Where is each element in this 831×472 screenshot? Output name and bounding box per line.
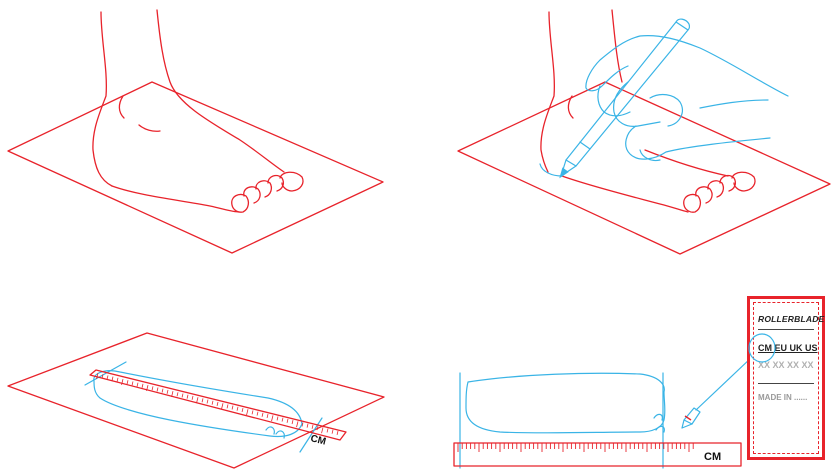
brand-logo: ROLLERBLADE: [758, 314, 824, 324]
ruler-tick: [132, 381, 133, 385]
paper-sheet-2: [458, 82, 830, 254]
ankle-detail: [119, 96, 124, 118]
ruler-tick: [187, 395, 188, 399]
ruler-tick: [197, 397, 198, 403]
label-divider-top: [758, 329, 814, 330]
ruler-tick: [307, 424, 308, 428]
ruler-tick: [232, 406, 233, 410]
ruler-tick: [222, 403, 223, 409]
pencil-icon: [561, 19, 689, 176]
ruler-tick: [137, 383, 138, 387]
arch-detail: [139, 125, 160, 131]
step-1-foot-on-paper: [8, 10, 383, 253]
ruler-tick: [282, 418, 283, 422]
heel-outline: [93, 12, 112, 186]
ruler-tick: [272, 415, 273, 421]
ruler-tick: [237, 407, 238, 411]
ruler-tick: [262, 413, 263, 417]
ruler-tick: [292, 420, 293, 424]
ruler-tick: [192, 396, 193, 400]
size-column-headings: CM EU UK US: [758, 343, 818, 353]
ruler-tick: [157, 388, 158, 392]
leg-front-outline: [157, 10, 284, 172]
size-label-card: ROLLERBLADE CM EU UK US XX XX XX XX MADE…: [747, 296, 825, 460]
sole-outline: [112, 186, 240, 212]
ruler-tick: [322, 427, 323, 433]
ruler-tick: [257, 412, 258, 416]
ruler-tick: [182, 394, 183, 398]
pencil-mark-icon: [682, 408, 700, 428]
ruler-tick: [177, 392, 178, 396]
sole-outline-2: [562, 176, 688, 212]
ruler-tick: [242, 408, 243, 412]
ruler-tick: [227, 404, 228, 408]
ruler-tick: [287, 419, 288, 423]
ruler-4: CM: [454, 443, 741, 466]
paper-sheet-3: [8, 333, 384, 468]
label-divider-bottom: [758, 383, 814, 384]
heel-outline-2: [541, 12, 554, 172]
toes-2: [684, 172, 755, 212]
ruler-tick: [217, 402, 218, 406]
size-values: XX XX XX XX: [758, 360, 814, 370]
ruler-tick: [142, 384, 143, 388]
ruler-tick: [252, 410, 253, 414]
ruler-3: CM: [90, 370, 346, 448]
ruler-tick: [112, 377, 113, 381]
ruler-tick: [327, 429, 328, 433]
ruler-unit-label-small: CM: [309, 433, 327, 447]
ruler-tick: [212, 401, 213, 405]
step-3-measure-tracing: CM: [8, 333, 384, 468]
made-in-text: MADE IN ......: [758, 393, 807, 402]
ruler-tick: [152, 386, 153, 390]
size-label-dashed-border: ROLLERBLADE CM EU UK US XX XX XX XX MADE…: [753, 302, 819, 454]
paper-sheet-1: [8, 82, 383, 253]
ruler-tick: [127, 380, 128, 384]
leg-front-2: [612, 10, 622, 82]
ruler-tick: [297, 421, 298, 427]
ruler-tick: [247, 409, 248, 415]
ruler-tick: [332, 430, 333, 434]
ruler-tick: [277, 417, 278, 421]
toes-1: [232, 172, 303, 212]
trace-line: [540, 164, 562, 176]
ruler-tick: [167, 390, 168, 394]
label-connector-line: [696, 357, 752, 410]
foot-top-2: [645, 150, 728, 176]
ruler-tick: [207, 400, 208, 404]
ruler-tick: [202, 398, 203, 402]
ruler-tick: [107, 375, 108, 379]
ruler-unit-label-large: CM: [704, 451, 721, 463]
step-2-trace-foot: [458, 10, 830, 254]
ruler-tick: [267, 414, 268, 418]
ruler-tick: [312, 425, 313, 429]
ruler-tick: [162, 389, 163, 393]
step-4-compare-size: CM: [454, 357, 752, 468]
ruler-tick: [317, 426, 318, 430]
foot-tracing-4: [466, 373, 665, 433]
ruler-tick: [337, 431, 338, 435]
ruler-tick: [117, 378, 118, 382]
hand-outline: [586, 36, 788, 161]
